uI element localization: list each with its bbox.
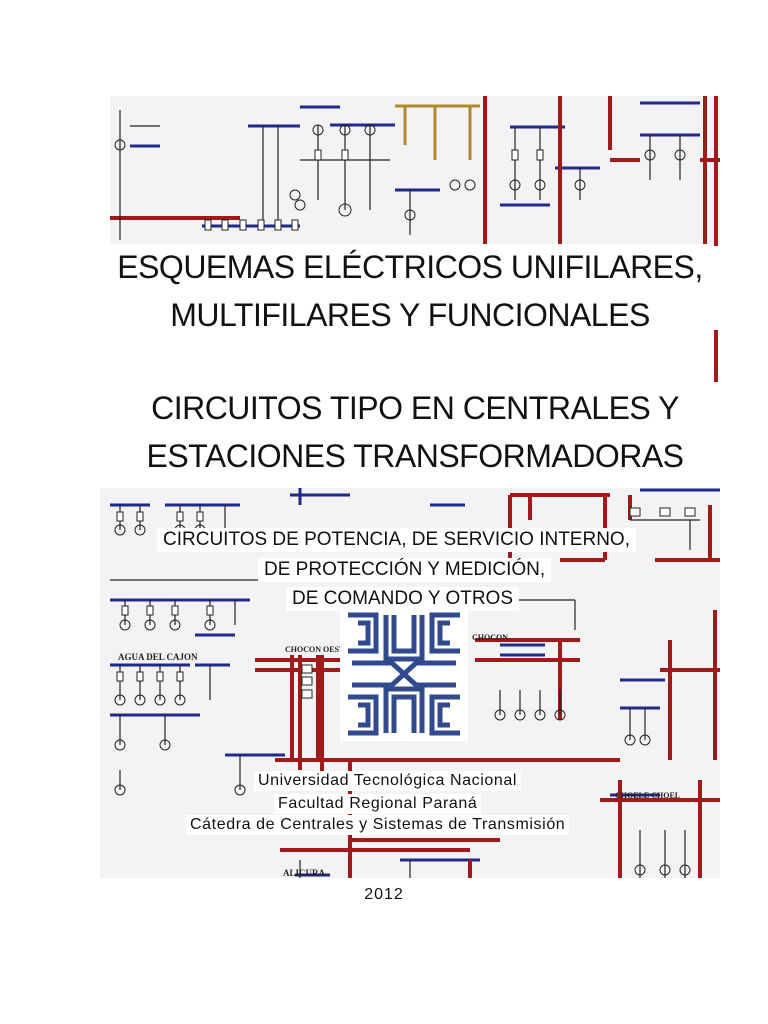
subtitle-line-3: DE COMANDO Y OTROS <box>286 587 519 611</box>
label-agua-del-cajon: AGUA DEL CAJON <box>118 652 198 662</box>
university-name: Universidad Tecnológica Nacional <box>254 771 522 791</box>
title-line-4: ESTACIONES TRANSFORMADORAS <box>146 438 685 474</box>
title-line-3: CIRCUITOS TIPO EN CENTRALES Y <box>151 390 679 426</box>
title-block-2: CIRCUITOS TIPO EN CENTRALES Y ESTACIONES… <box>110 382 720 482</box>
utn-logo <box>340 607 468 741</box>
subtitle-line-1: CIRCUITOS DE POTENCIA, DE SERVICIO INTER… <box>157 528 636 552</box>
title-line-2: MULTIFILARES Y FUNCIONALES <box>170 297 650 333</box>
label-alicura: ALICURA <box>283 868 326 878</box>
top-diagram <box>110 96 720 248</box>
subtitle-line-2: DE PROTECCIÓN Y MEDICIÓN, <box>258 558 552 582</box>
faculty-name: Facultad Regional Paraná <box>274 794 482 814</box>
label-chocon-oeste: CHOCON OESTE <box>285 645 350 654</box>
publication-year: 2012 <box>364 886 404 903</box>
label-choele-choel: CHOELE CHOEL <box>615 791 680 800</box>
title-line-1: ESQUEMAS ELÉCTRICOS UNIFILARES, <box>117 249 703 285</box>
label-chocon: CHOCON <box>472 633 508 642</box>
title-block-1: ESQUEMAS ELÉCTRICOS UNIFILARES, MULTIFIL… <box>110 244 710 338</box>
chair-name: Cátedra de Centrales y Sistemas de Trans… <box>186 815 570 835</box>
